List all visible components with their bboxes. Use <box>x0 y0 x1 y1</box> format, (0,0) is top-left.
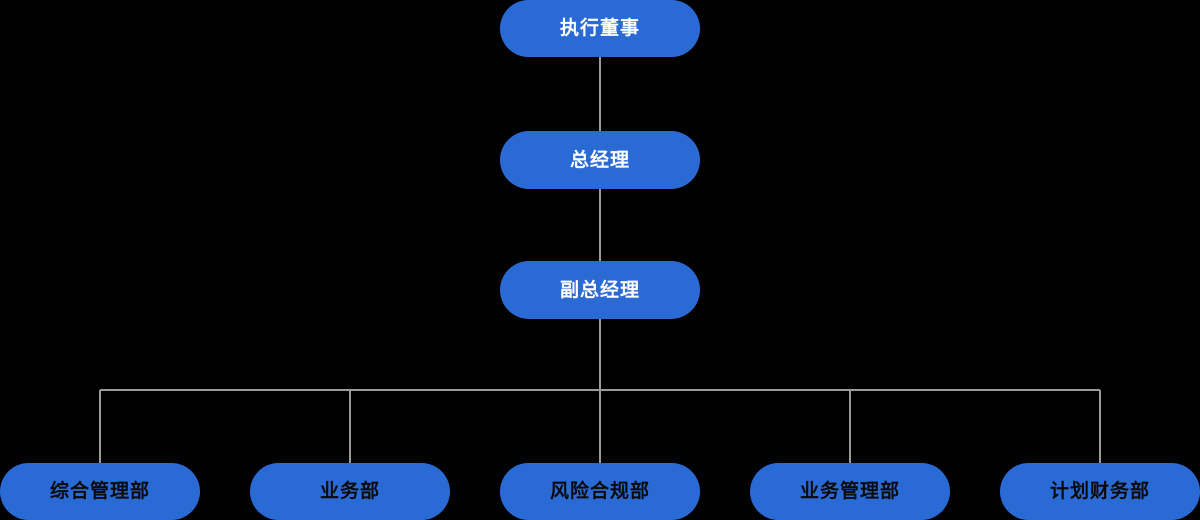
node-label-department-1: 综合管理部 <box>49 480 150 502</box>
node-department-4[interactable]: 业务管理部 <box>750 463 950 520</box>
node-label-general-manager: 总经理 <box>569 148 630 171</box>
node-label-department-4: 业务管理部 <box>799 480 900 502</box>
node-department-1[interactable]: 综合管理部 <box>0 463 200 520</box>
node-executive-director[interactable]: 执行董事 <box>500 0 700 57</box>
node-department-3[interactable]: 风险合规部 <box>500 463 700 520</box>
node-label-department-3: 风险合规部 <box>549 480 650 502</box>
node-label-deputy-general-manager: 副总经理 <box>559 278 640 301</box>
node-label-department-5: 计划财务部 <box>1049 480 1150 502</box>
node-department-5[interactable]: 计划财务部 <box>1000 463 1200 520</box>
node-department-2[interactable]: 业务部 <box>250 463 450 520</box>
node-label-executive-director: 执行董事 <box>559 17 640 39</box>
node-general-manager[interactable]: 总经理 <box>500 131 700 189</box>
node-deputy-general-manager[interactable]: 副总经理 <box>500 261 700 319</box>
node-label-department-2: 业务部 <box>319 480 380 502</box>
